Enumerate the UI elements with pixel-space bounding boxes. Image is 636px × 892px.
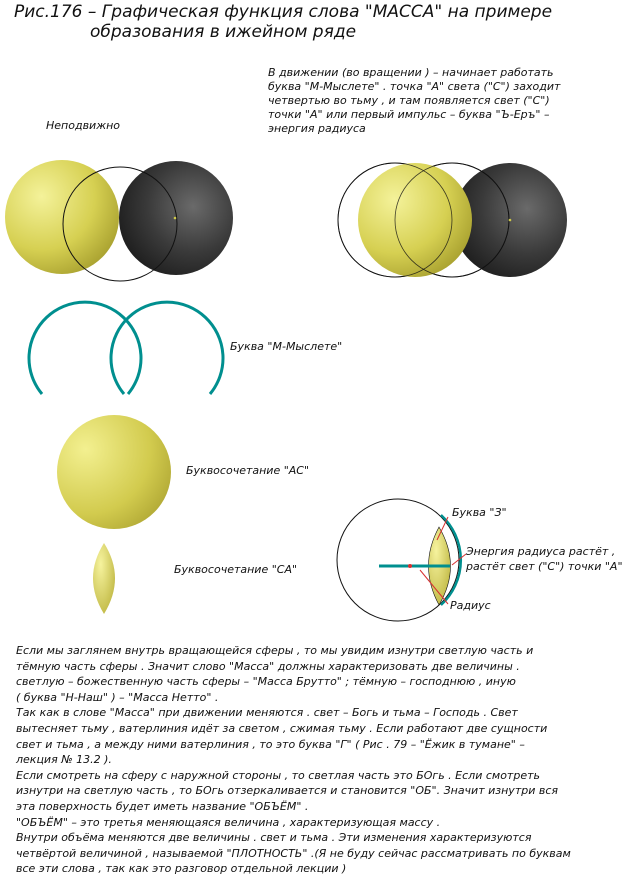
motion-note: В движении (во вращении ) – начинает раб…: [268, 66, 598, 136]
paragraph-line: светлую – божественную часть сферы – "Ма…: [16, 675, 516, 689]
paragraph-line: "ОБЪЁМ" – это третья меняющаяся величина…: [16, 815, 441, 829]
label-energy-line-2: растёт свет ("С") точки "А": [466, 560, 623, 573]
label-static: Неподвижно: [46, 119, 121, 132]
paragraph-line: тёмную часть сферы . Значит слово "Масса…: [16, 659, 520, 673]
label-letter-m: Буква "М-Мыслете": [230, 340, 343, 353]
label-letter-z: Буква "З": [452, 506, 507, 519]
label-energy-line-1: Энергия радиуса растёт ,: [466, 545, 616, 558]
title-line-2: образования в ижейном ряде: [90, 22, 357, 42]
paragraph-line: Так как в слове "Масса" при движении мен…: [16, 706, 518, 720]
motion-light-sphere: [358, 163, 472, 277]
paragraph-line: эта поверхность будет иметь название "ОБ…: [16, 799, 309, 813]
label-combo-as: Буквосочетание "АС": [186, 464, 310, 477]
explanation-paragraph: Если мы заглянем внутрь вращающейся сфер…: [16, 643, 616, 877]
paragraph-line: вытесняет тьму , ватерлиния идёт за свет…: [16, 721, 548, 735]
paragraph-line: ( буква "Н-Наш" ) – "Масса Нетто" .: [16, 690, 219, 704]
paragraph-line: все эти слова , так как это разговор отд…: [16, 862, 347, 876]
motion-note-line: буква "М-Мыслете" . точка "А" света ("С"…: [268, 80, 561, 93]
leader-radius: [419, 569, 449, 605]
motion-note-line: В движении (во вращении ) – начинает раб…: [268, 66, 554, 79]
leader-letter-z: [436, 516, 449, 541]
paragraph-line: Если смотреть на сферу с наружной сторон…: [16, 768, 540, 782]
paragraph-line: изнутри на светлую часть , то БОгь отзер…: [16, 784, 558, 798]
title-line-1: Рис.176 – Графическая функция слова "МАС…: [14, 2, 553, 22]
motion-center-dot: [508, 218, 512, 222]
motion-overlay-left: [337, 162, 453, 278]
motion-note-line: энергия радиуса: [268, 122, 366, 135]
letter-m-arc-right: [109, 300, 225, 395]
static-center-dot: [173, 216, 177, 220]
leader-energy: [451, 553, 467, 566]
paragraph-line: четвёртой величиной , называемой "ПЛОТНО…: [16, 846, 571, 860]
motion-note-line: четвертью во тьму , и там появляется све…: [268, 94, 550, 107]
radius-teal-arc: [440, 514, 463, 606]
figure-title: Рис.176 – Графическая функция слова "МАС…: [14, 2, 552, 42]
letter-m-arc-left: [27, 300, 143, 395]
motion-note-line: точки "А" или первый импульс – буква "Ъ-…: [268, 108, 550, 121]
static-light-sphere: [5, 160, 119, 274]
paragraph-line: свет и тьма , а между ними ватерлиния , …: [16, 737, 525, 751]
label-radius: Радиус: [450, 599, 491, 612]
sa-lens: [93, 543, 115, 614]
paragraph-line: лекция № 13.2 ).: [16, 753, 112, 767]
as-sphere: [57, 415, 171, 529]
paragraph-line: Внутри объёма меняются две величины . св…: [16, 831, 532, 845]
paragraph-line: Если мы заглянем внутрь вращающейся сфер…: [16, 644, 534, 657]
label-combo-sa: Буквосочетание "СА": [174, 563, 298, 576]
radius-center-dot: [408, 564, 412, 568]
static-outline-left: [62, 166, 178, 282]
